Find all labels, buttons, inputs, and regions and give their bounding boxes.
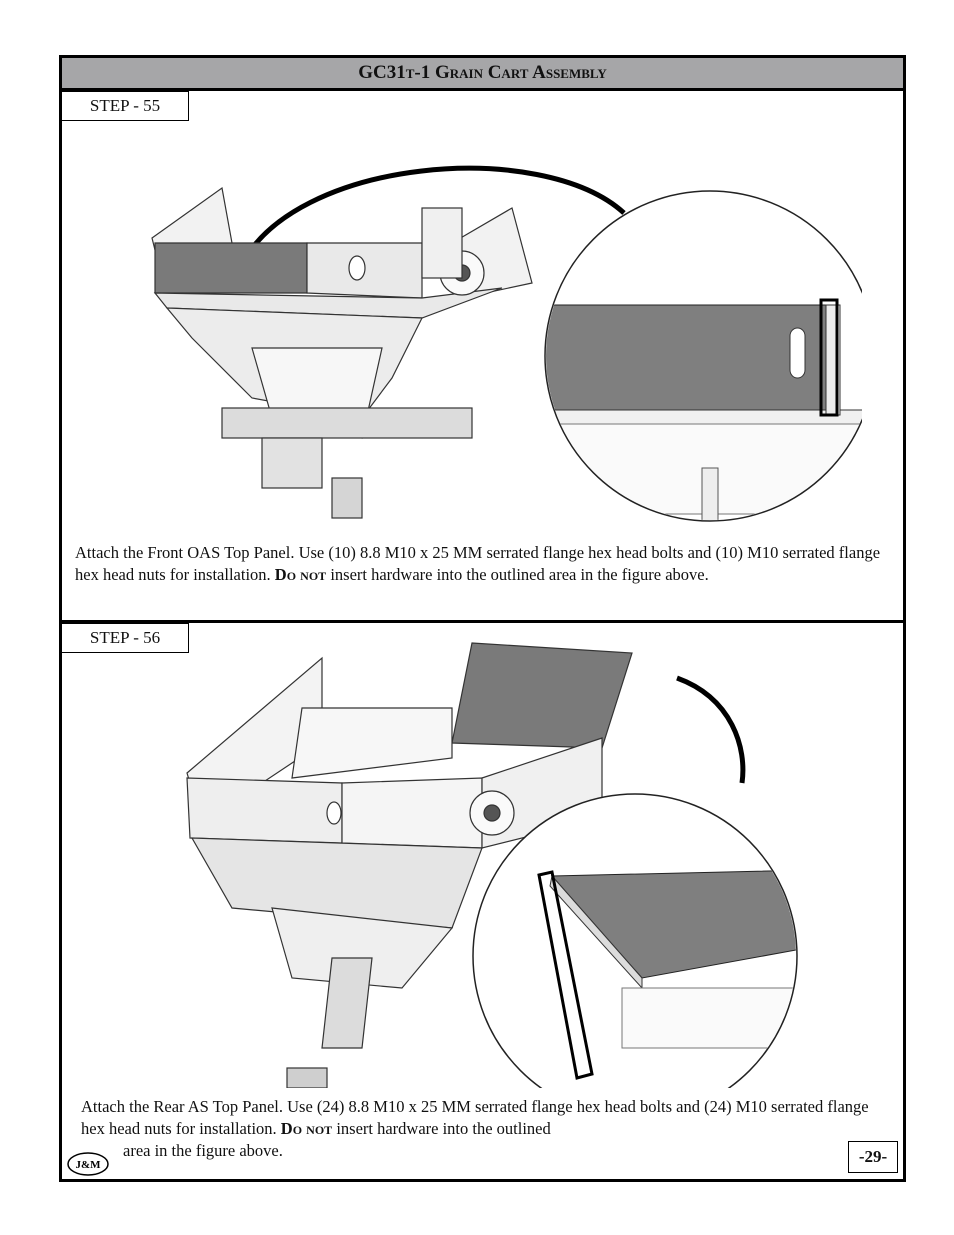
step-56-caption-tail: insert hardware into the outlined (336, 1119, 551, 1138)
step-divider (62, 620, 903, 623)
step-56-caption: Attach the Rear AS Top Panel. Use (24) 8… (81, 1096, 881, 1162)
page-frame: GC31t-1 Grain Cart Assembly STEP - 55 (59, 55, 906, 1182)
panel-detail (546, 304, 827, 411)
rear-as-top-panel (451, 642, 633, 749)
step-56-caption-emphasis: Do not (280, 1119, 333, 1138)
page-title: GC31t-1 Grain Cart Assembly (62, 58, 903, 91)
step-55-caption-text: Attach the Front OAS Top Panel. Use (10)… (75, 543, 881, 584)
step-55-caption-emphasis: Do not (274, 565, 327, 584)
step-56-caption-tail2: area in the figure above. (123, 1141, 283, 1160)
step-55-caption: Attach the Front OAS Top Panel. Use (10)… (75, 542, 885, 586)
step-56-label: STEP - 56 (62, 623, 189, 653)
detail-magnifier (472, 793, 798, 1088)
grain-cart-front-view (151, 186, 533, 519)
step-55-caption-tail: insert hardware into the outlined area i… (330, 565, 709, 584)
outlined-no-hardware-area (537, 870, 594, 1080)
callout-arc (237, 165, 626, 270)
page-number: -29- (848, 1141, 898, 1173)
callout-arc (676, 675, 746, 784)
jm-logo: J&M (67, 1152, 109, 1176)
svg-text:J&M: J&M (75, 1159, 101, 1171)
detail-magnifier (544, 190, 862, 522)
front-oas-top-panel (154, 242, 308, 294)
title-rest: t-1 Grain Cart Assembly (405, 62, 607, 83)
title-main: GC31 (358, 62, 406, 83)
step-55-label: STEP - 55 (62, 91, 189, 121)
step-55-illustration (151, 165, 862, 522)
step-56-caption-text: Attach the Rear AS Top Panel. Use (24) 8… (81, 1097, 869, 1138)
outlined-no-hardware-area (819, 298, 839, 417)
step-56-illustration (186, 642, 798, 1088)
